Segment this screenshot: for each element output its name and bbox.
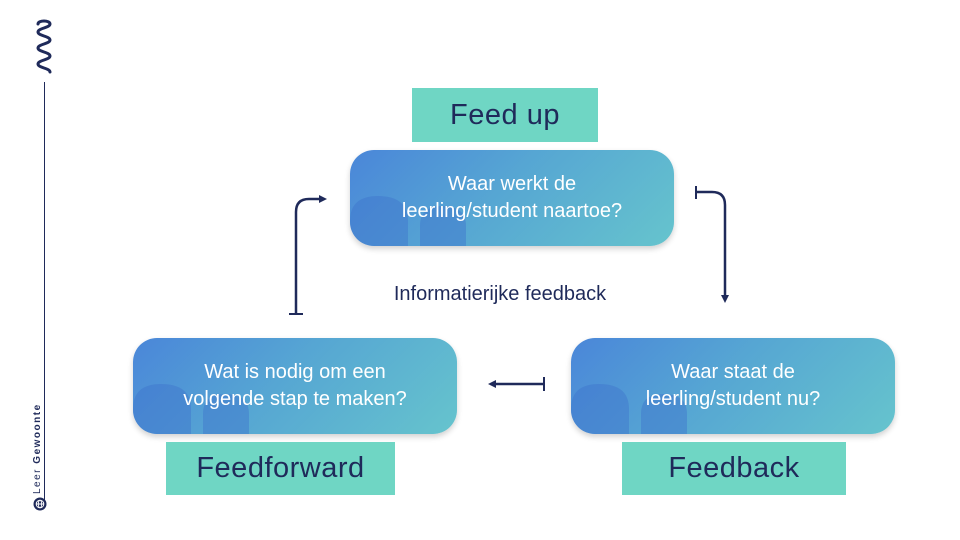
question-line: Waar staat de [671, 361, 795, 383]
decorative-m-shape [133, 384, 249, 434]
question-line: leerling/student nu? [645, 388, 821, 410]
label-feedforward: Feedforward [166, 442, 395, 495]
question-feedback: Waar staat de leerling/student nu? [646, 359, 821, 413]
question-feed-up: Waar werkt de leerling/student naartoe? [402, 171, 622, 225]
sidebar-divider [44, 82, 45, 507]
decorative-m-shape [350, 196, 466, 246]
arrow-feedback-to-feedforward [488, 377, 545, 391]
question-line: Waar werkt de [447, 173, 577, 195]
box-feedback: Waar staat de leerling/student nu? [571, 338, 895, 434]
box-feed-up: Waar werkt de leerling/student naartoe? [350, 150, 674, 246]
label-feedback: Feedback [622, 442, 846, 495]
box-feedforward: Wat is nodig om een volgende stap te mak… [133, 338, 457, 434]
decorative-m-shape [571, 384, 687, 434]
wave-logo-icon [36, 19, 52, 74]
question-line: Wat is nodig om een [204, 361, 386, 383]
center-label: Informatierijke feedback [393, 283, 607, 305]
question-feedforward: Wat is nodig om een volgende stap te mak… [183, 359, 407, 413]
arrow-feedup-to-feedback [695, 186, 729, 303]
label-feed-up: Feed up [412, 88, 598, 142]
question-line: leerling/student naartoe? [401, 200, 623, 222]
arrow-feedforward-to-feedup [289, 195, 327, 315]
question-line: volgende stap te maken? [183, 388, 407, 410]
globe-badge-icon [33, 497, 47, 511]
